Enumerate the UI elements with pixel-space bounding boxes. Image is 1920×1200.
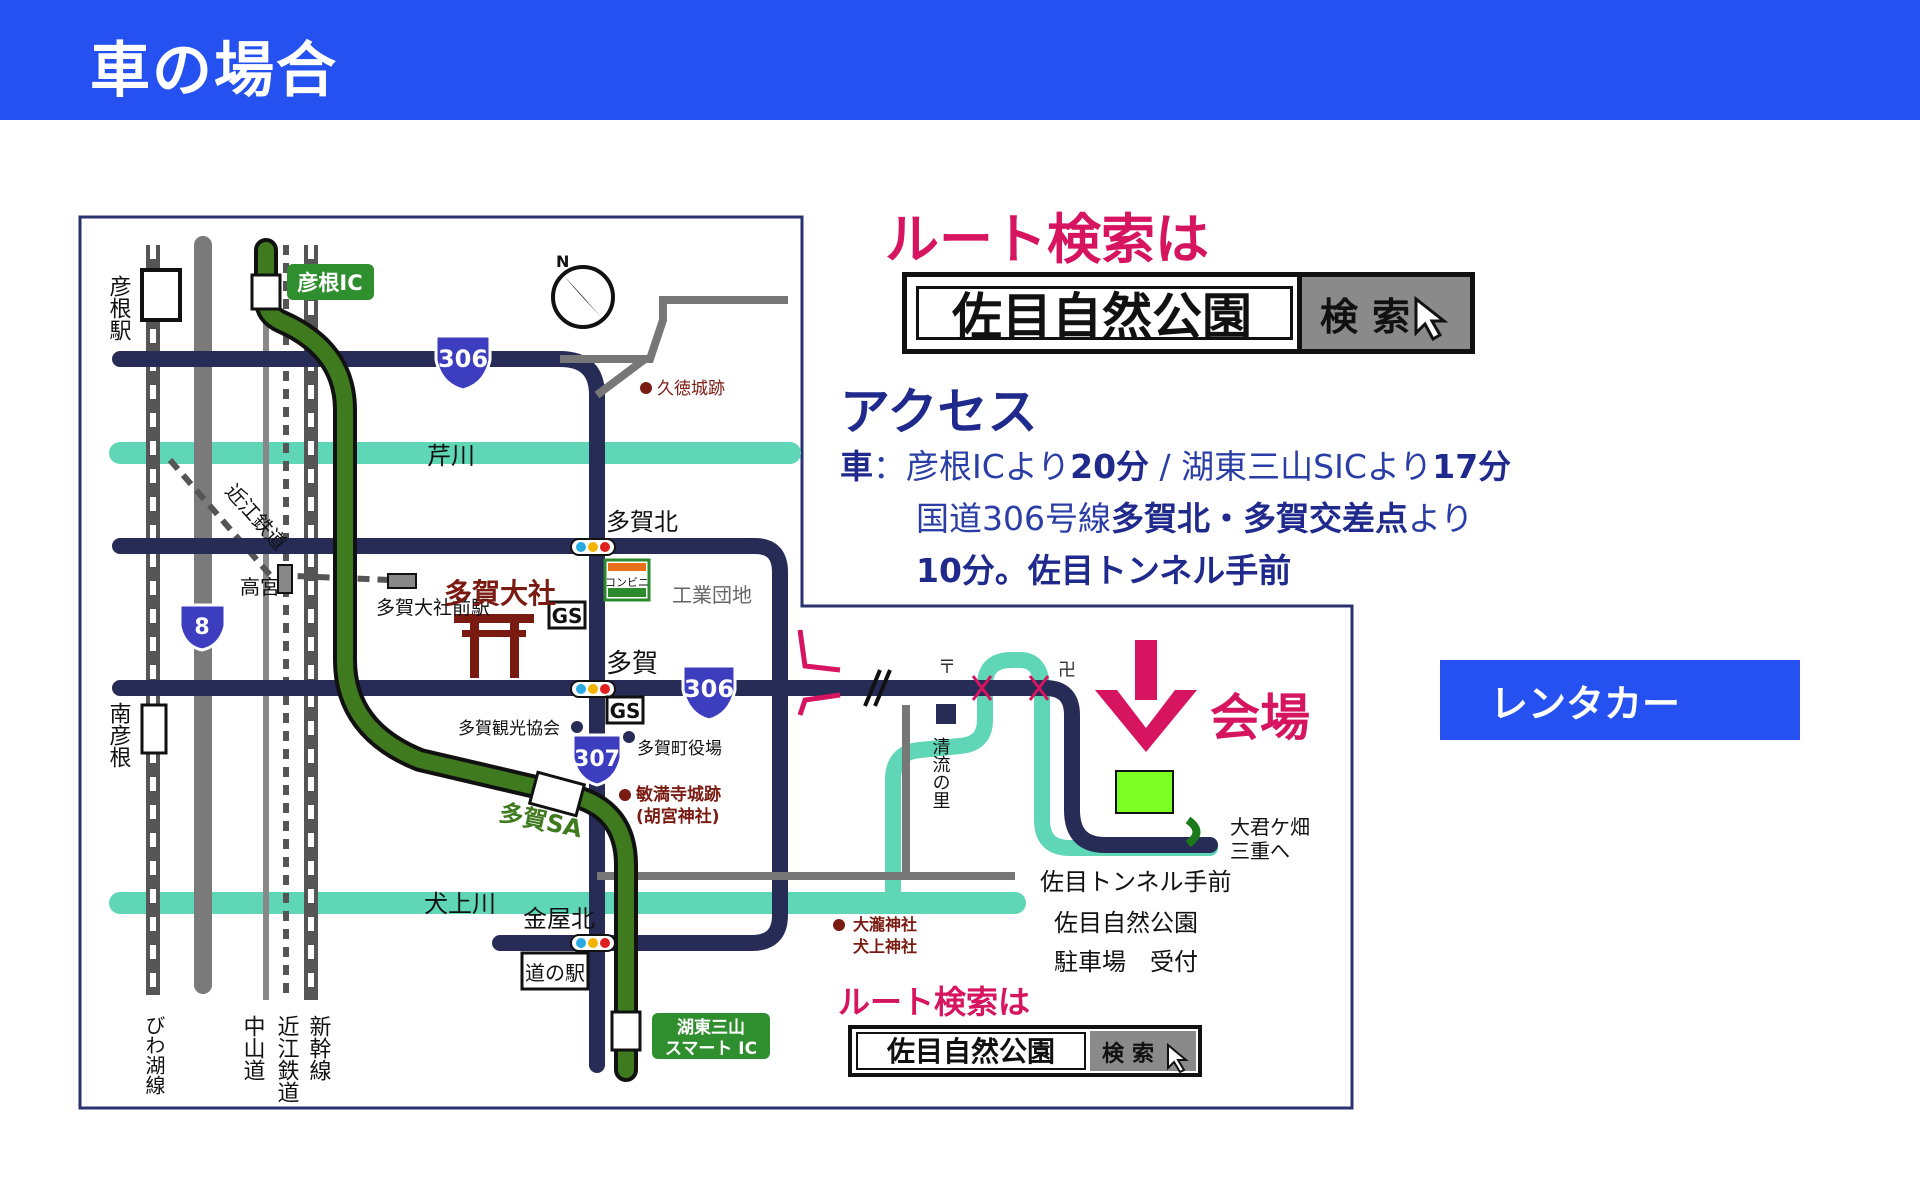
station-label: 南彦根 xyxy=(106,702,132,768)
landmark-label: 犬上神社 xyxy=(853,937,917,956)
route-search-heading: ルート検索は xyxy=(885,208,1209,271)
route-shield-icon: 306 xyxy=(434,334,492,392)
route-search-box[interactable]: 佐目自然公園 検索 xyxy=(902,272,1475,354)
landmark-label: 工業団地 xyxy=(672,583,752,607)
rail-label: 中山道 xyxy=(240,1015,266,1081)
temple-icon: 卍 xyxy=(1058,660,1076,681)
svg-text:GS: GS xyxy=(552,604,583,628)
venue-marker xyxy=(1115,770,1174,814)
landmark-label: (胡宮神社) xyxy=(636,806,720,827)
tunnel-icon xyxy=(1185,816,1201,848)
rail-label: 近江鉄道 xyxy=(274,1015,300,1103)
landmark-label: 三重へ xyxy=(1230,839,1290,863)
compass-icon: N xyxy=(551,252,615,329)
access-line-2: 国道306号線多賀北・多賀交差点より xyxy=(916,499,1474,538)
route-shield-icon: 8 xyxy=(178,603,227,652)
ic-label: 彦根IC xyxy=(297,271,362,295)
svg-text:306: 306 xyxy=(438,345,488,373)
header-bar xyxy=(0,0,1920,120)
access-line-3: 10分。佐目トンネル手前 xyxy=(916,551,1292,590)
svg-text:N: N xyxy=(556,252,569,271)
gas-station-marker: GS xyxy=(547,600,587,630)
svg-text:〒: 〒 xyxy=(938,657,956,678)
station-label: 彦根駅 xyxy=(106,275,132,341)
rivers xyxy=(109,442,1218,914)
route-shield-icon: 306 xyxy=(681,664,737,722)
search-query-field[interactable]: 佐目自然公園 xyxy=(907,277,1302,349)
station-label: 多賀大社前駅 xyxy=(376,597,490,619)
ic-label: 湖東三山 xyxy=(677,1017,745,1038)
rail-label: びわ湖線 xyxy=(142,1015,166,1095)
expressway xyxy=(250,238,642,1082)
intersection-label: 多賀 xyxy=(606,649,658,679)
svg-text:306: 306 xyxy=(684,675,734,703)
ic-label: スマート IC xyxy=(665,1039,757,1059)
landmark-label: 佐目トンネル手前 xyxy=(1040,868,1232,896)
signal-icon xyxy=(570,680,616,698)
access-line-1: 車：彦根ICより20分 / 湖東三山SICより17分 xyxy=(840,447,1512,486)
landmark-label: 多賀町役場 xyxy=(637,739,722,759)
landmark-label: 大瀧神社 xyxy=(853,915,917,934)
landmark-label: 久徳城跡 xyxy=(657,379,725,399)
rail-label: 新幹線 xyxy=(306,1015,332,1081)
signal-icon xyxy=(570,538,616,556)
page-title: 車の場合 xyxy=(90,36,338,106)
route-search-small-heading: ルート検索は xyxy=(838,983,1030,1021)
landmark-label: 敏満寺城跡 xyxy=(635,784,721,805)
svg-text:8: 8 xyxy=(194,615,209,640)
search-button-label: 検索 xyxy=(1320,294,1425,339)
svg-text:307: 307 xyxy=(574,747,620,772)
side-roads xyxy=(560,296,1015,880)
landmark-label: 佐目自然公園 xyxy=(1054,909,1198,937)
river-label: 芹川 xyxy=(427,442,475,470)
search-small-query: 佐目自然公園 xyxy=(886,1035,1055,1068)
venue-arrow xyxy=(1095,640,1197,752)
access-heading: アクセス xyxy=(840,383,1038,441)
svg-text:GS: GS xyxy=(610,699,641,723)
signal-icon xyxy=(570,934,616,952)
rental-car-button[interactable]: レンタカー xyxy=(1440,660,1800,740)
search-small-button: 検索 xyxy=(1102,1042,1162,1067)
map-frame xyxy=(78,215,1354,1110)
river-label: 犬上川 xyxy=(424,890,496,918)
landmark-label: 清流の里 xyxy=(930,737,951,809)
cursor-icon xyxy=(1414,295,1449,341)
torii-icon xyxy=(454,614,534,678)
michinoeki-label: 道の駅 xyxy=(525,961,585,985)
search-button[interactable]: 検索 xyxy=(1302,277,1470,349)
cursor-icon xyxy=(1167,1042,1189,1074)
landmark-label: 駐車場 受付 xyxy=(1054,948,1198,976)
intersection-label: 多賀北 xyxy=(606,508,678,536)
venue-label: 会場 xyxy=(1210,689,1310,747)
gas-station-marker: GS xyxy=(605,695,645,725)
intersection-label: 金屋北 xyxy=(523,905,595,933)
route-shield-icon: 307 xyxy=(571,733,623,787)
landmark-label: 大君ケ畑 xyxy=(1230,815,1310,839)
svg-text:コンビニ: コンビニ xyxy=(605,576,649,589)
landmark-label: 多賀大社 xyxy=(444,577,556,610)
landmark-label: 多賀観光協会 xyxy=(458,719,560,739)
station-label: 高宮 xyxy=(240,575,280,599)
convenience-store-icon: コンビニ xyxy=(603,558,651,602)
